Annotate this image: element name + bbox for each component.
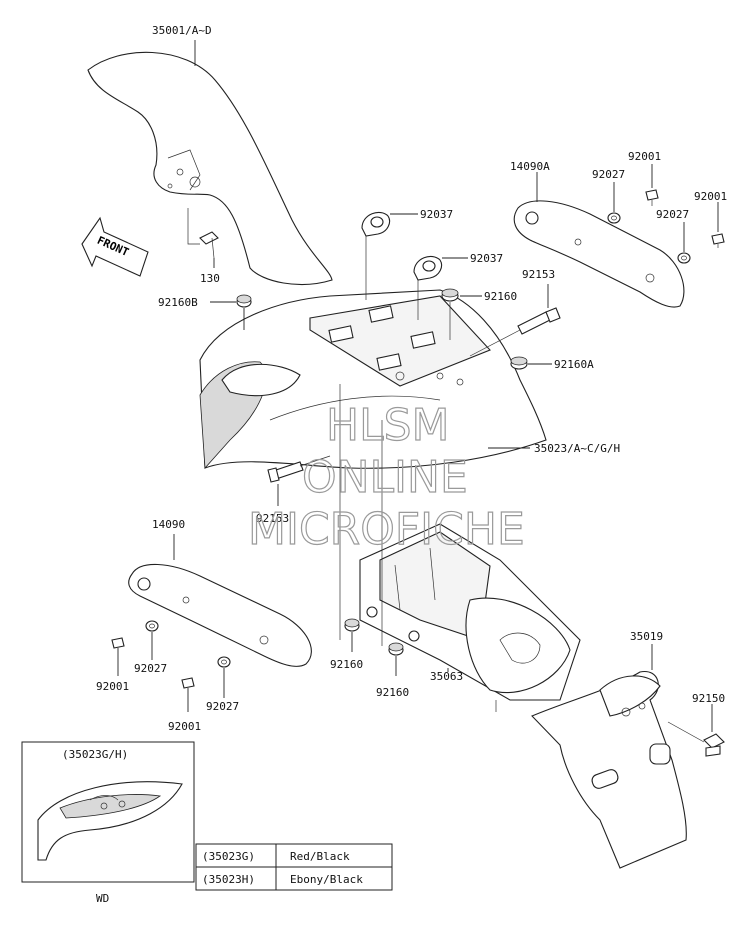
washer-92027-right[interactable] [677,252,691,264]
washer-92027-left-lower[interactable] [217,656,231,668]
clamp-92037-lower[interactable] [413,255,443,320]
bolt-92153-upper[interactable] [469,307,561,357]
washer-92027-left-upper[interactable] [145,620,159,632]
grommet-92160-bracket-left[interactable] [344,618,360,632]
front-fender-35001[interactable] [87,51,333,286]
label-35001: 35001/A~D [152,24,212,37]
grommet-92160-bracket-right[interactable] [388,642,404,656]
nut-92150[interactable] [667,721,725,757]
bolt-130[interactable] [187,208,219,259]
bolt-92001-left[interactable] [111,637,125,649]
side-cover-14090A[interactable] [513,200,685,308]
rear-fender-35023[interactable] [199,289,547,469]
license-bracket-35019[interactable] [531,671,687,869]
grommet-92160A[interactable] [510,356,528,370]
label-35063: 35063 [430,670,463,683]
label-92153-upper: 92153 [522,268,555,281]
table-color-row2: Ebony/Black [290,873,363,886]
table-color-row1: Red/Black [290,850,350,863]
label-92027-left-lower: 92027 [206,700,239,713]
label-92001-left: 92001 [96,680,129,693]
label-92027-upper: 92027 [592,168,625,181]
side-cover-14090[interactable] [128,563,312,667]
label-92160-bracket-left: 92160 [330,658,363,671]
label-92160A: 92160A [554,358,594,371]
watermark: HLSM ONLINE MICROFICHE [247,399,525,555]
label-92160-top: 92160 [484,290,517,303]
label-14090A: 14090A [510,160,550,173]
bolt-92001-far-right[interactable] [711,233,725,248]
washer-92027-upper[interactable] [607,212,621,224]
grommet-92160B[interactable] [236,294,252,308]
inset-title: (35023G/H) [62,748,128,761]
table-code-row2: (35023H) [202,873,255,886]
label-92037-upper: 92037 [420,208,453,221]
label-92027-right: 92027 [656,208,689,221]
grommet-92160-top[interactable] [441,288,459,340]
label-92153-lower: 92153 [256,512,289,525]
bolt-92001-left-lower[interactable] [181,677,195,689]
label-92027-left-upper: 92027 [134,662,167,675]
inset-35023GH: (35023G/H) WD [21,741,195,905]
clamp-92037-upper[interactable] [361,211,391,300]
label-14090: 14090 [152,518,185,531]
front-direction-arrow: FRONT [81,216,149,277]
label-35019: 35019 [630,630,663,643]
inset-caption: WD [96,892,109,905]
bracket-35063[interactable] [359,523,581,712]
label-92001-left-lower: 92001 [168,720,201,733]
watermark-line2: ONLINE [302,452,468,503]
label-92160-bracket-right: 92160 [376,686,409,699]
watermark-line3: MICROFICHE [248,504,525,555]
label-92001-far-right: 92001 [694,190,727,203]
label-92037-lower: 92037 [470,252,503,265]
label-35023: 35023/A~C/G/H [534,442,620,455]
watermark-line1: HLSM [326,400,450,451]
bolt-92153-lower[interactable] [267,455,331,483]
color-table: (35023G) Red/Black (35023H) Ebony/Black [195,843,393,891]
label-92150: 92150 [692,692,725,705]
label-130: 130 [200,272,220,285]
table-code-row1: (35023G) [202,850,255,863]
bolt-92001-upper-right[interactable] [645,189,659,206]
label-92001-upper-right: 92001 [628,150,661,163]
label-92160B: 92160B [158,296,198,309]
